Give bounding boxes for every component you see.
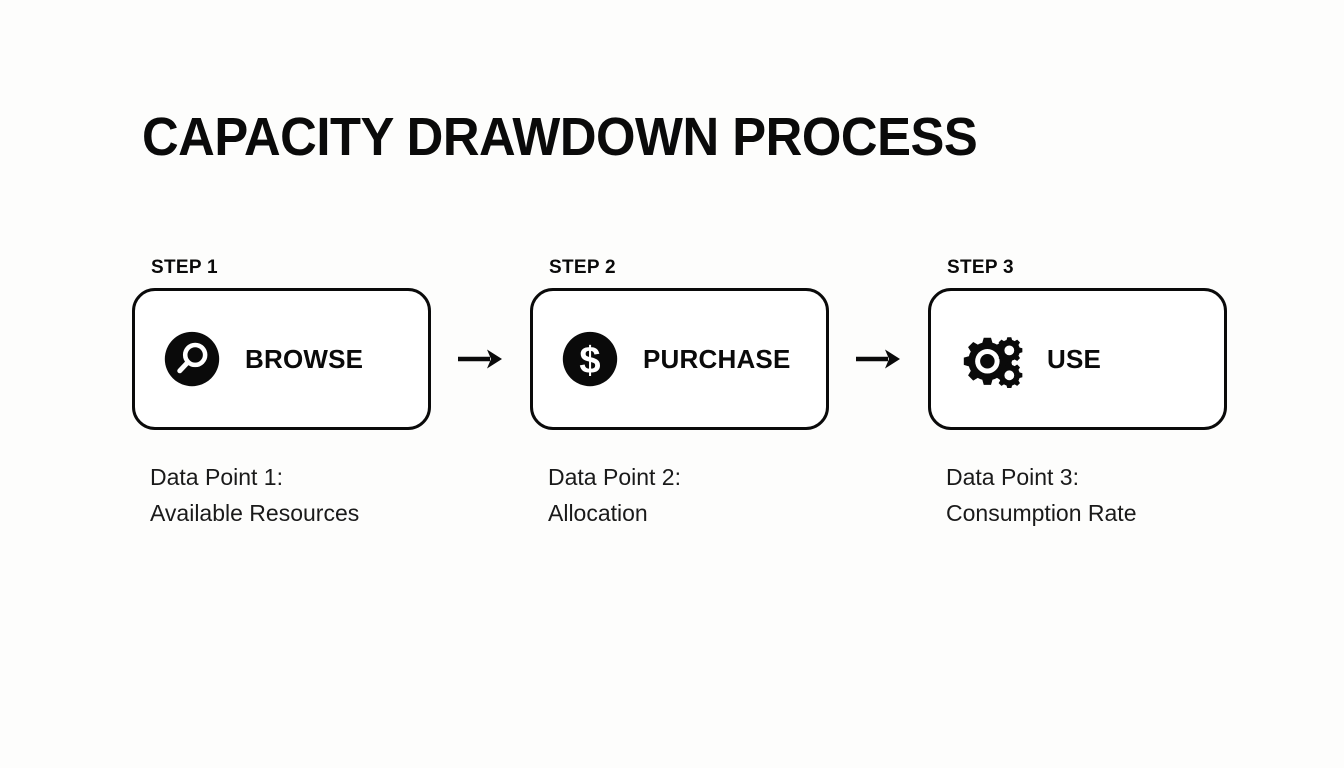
step-name-3: USE — [1047, 343, 1102, 374]
step-column-1: STEP 1 BROWSE Data Point 1: Available Re… — [132, 258, 431, 532]
step-caption-3: Data Point 3: Consumption Rate — [946, 460, 1227, 532]
step-caption-2: Data Point 2: Allocation — [548, 460, 829, 532]
connector-1 — [431, 288, 530, 430]
search-icon — [164, 331, 220, 387]
step-column-3: STEP 3 USE — [928, 258, 1227, 532]
step-label-1: STEP 1 — [151, 257, 218, 278]
step-label-3: STEP 3 — [947, 257, 1014, 278]
step-caption-1: Data Point 1: Available Resources — [150, 460, 431, 532]
arrow-right-icon — [855, 349, 900, 369]
step-card-use[interactable]: USE — [928, 288, 1227, 430]
arrow-right-icon — [457, 349, 502, 369]
caption-line-1b: Available Resources — [150, 499, 360, 526]
gears-icon — [963, 337, 1023, 388]
page-title: CAPACITY DRAWDOWN PROCESS — [142, 107, 978, 167]
caption-line-1a: Data Point 1: — [150, 464, 283, 490]
connector-2 — [829, 288, 928, 430]
caption-line-3a: Data Point 3: — [946, 464, 1079, 490]
dollar-circle-icon: $ — [562, 331, 618, 387]
caption-line-2a: Data Point 2: — [548, 464, 681, 490]
caption-line-2b: Allocation — [548, 499, 648, 526]
step-name-2: PURCHASE — [643, 343, 791, 374]
step-column-2: STEP 2 $ PURCHASE Data Point 2: Allocati… — [530, 258, 829, 532]
step-label-2: STEP 2 — [549, 257, 616, 278]
process-flow: STEP 1 BROWSE Data Point 1: Available Re… — [132, 258, 1227, 532]
step-card-purchase[interactable]: $ PURCHASE — [530, 288, 829, 430]
step-name-1: BROWSE — [245, 343, 364, 374]
caption-line-3b: Consumption Rate — [946, 499, 1137, 526]
step-card-browse[interactable]: BROWSE — [132, 288, 431, 430]
svg-text:$: $ — [579, 340, 600, 382]
